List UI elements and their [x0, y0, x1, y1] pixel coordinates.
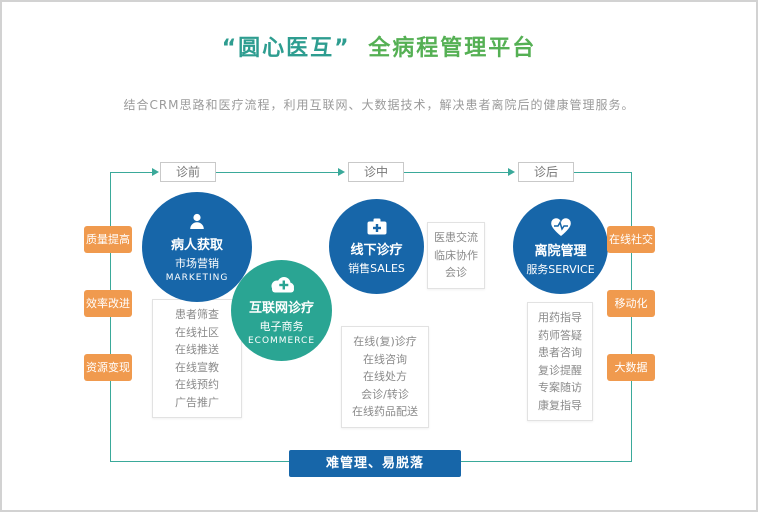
cloud-plus-icon	[268, 275, 296, 294]
list-item: 在线宣教	[175, 360, 219, 374]
flow-line-top-a	[110, 172, 154, 173]
tag-quality: 质量提高	[84, 226, 132, 253]
circle-sales-line2: 销售SALES	[348, 262, 405, 275]
list-item: 患者咨询	[538, 346, 582, 359]
flow-line-top-d	[574, 172, 632, 173]
stage-mid-box: 诊中	[348, 162, 404, 182]
list-item: 会诊	[445, 266, 467, 279]
medkit-icon	[366, 217, 388, 236]
flow-line-top-c	[404, 172, 510, 173]
list-item: 在线社区	[175, 325, 219, 339]
stage-post-box: 诊后	[518, 162, 574, 182]
arrow-right-icon	[508, 168, 519, 176]
circle-ecommerce-title: 互联网诊疗	[248, 301, 314, 316]
list-item: 药师答疑	[538, 328, 582, 342]
circle-service-line2: 服务SERVICE	[526, 262, 595, 276]
list-item: 康复指导	[538, 398, 582, 412]
list-item: 在线预约	[175, 378, 219, 391]
arrow-right-icon	[152, 168, 163, 176]
circle-marketing-title: 病人获取	[170, 237, 223, 253]
list-item: 复诊提醒	[538, 363, 582, 377]
list-item: 在线药品配送	[352, 405, 418, 418]
tag-social: 在线社交	[607, 226, 655, 253]
list-item: 专案随访	[538, 381, 582, 394]
circle-ecommerce-line2: 电子商务	[259, 320, 304, 333]
page-subtitle: 结合CRM思路和医疗流程，利用互联网、大数据技术，解决患者离院后的健康管理服务。	[123, 98, 635, 112]
page-title: “圆心医互” 全病程管理平台	[0, 30, 758, 62]
list-marketing: 患者筛查 在线社区 在线推送 在线宣教 在线预约 广告推广	[152, 299, 242, 418]
list-item: 在线推送	[175, 343, 219, 356]
circle-service: 离院管理 服务SERVICE	[513, 199, 608, 294]
circle-ecommerce: 互联网诊疗 电子商务 ECOMMERCE	[231, 260, 332, 361]
list-item: 在线(复)诊疗	[353, 335, 417, 348]
circle-sales: 线下诊疗 销售SALES	[329, 199, 424, 294]
tag-monetization: 资源变现	[84, 354, 132, 381]
person-icon	[187, 212, 207, 231]
list-item: 患者筛查	[175, 308, 219, 321]
list-item: 医患交流	[434, 231, 478, 244]
tag-efficiency: 效率改进	[84, 290, 132, 317]
list-service: 用药指导 药师答疑 患者咨询 复诊提醒 专案随访 康复指导	[527, 302, 593, 421]
arrow-right-icon	[338, 168, 349, 176]
circle-marketing-line2: 市场营销	[175, 256, 219, 270]
circle-sales-title: 线下诊疗	[350, 243, 403, 258]
circle-marketing-line3: MARKETING	[165, 272, 229, 283]
list-item: 在线处方	[363, 370, 407, 383]
list-item: 会诊/转诊	[361, 387, 409, 401]
title-brand: “圆心医互”	[221, 36, 351, 61]
circle-service-title: 离院管理	[534, 243, 587, 259]
list-item: 在线咨询	[363, 352, 407, 366]
tag-bigdata: 大数据	[607, 354, 655, 381]
list-item: 广告推广	[175, 395, 219, 409]
stage-pre-box: 诊前	[160, 162, 216, 182]
list-item: 用药指导	[538, 311, 582, 324]
list-ecommerce: 在线(复)诊疗 在线咨询 在线处方 会诊/转诊 在线药品配送	[341, 326, 429, 428]
list-item: 临床协作	[434, 248, 478, 262]
heart-pulse-icon	[550, 217, 572, 237]
circle-ecommerce-line3: ECOMMERCE	[247, 336, 316, 346]
bottom-problem-box: 难管理、易脱落	[289, 450, 461, 477]
title-rest: 全病程管理平台	[368, 36, 537, 61]
tag-mobile: 移动化	[607, 290, 655, 317]
list-clinical: 医患交流 临床协作 会诊	[427, 222, 485, 289]
flow-line-top-b	[216, 172, 340, 173]
circle-marketing: 病人获取 市场营销 MARKETING	[142, 192, 252, 302]
